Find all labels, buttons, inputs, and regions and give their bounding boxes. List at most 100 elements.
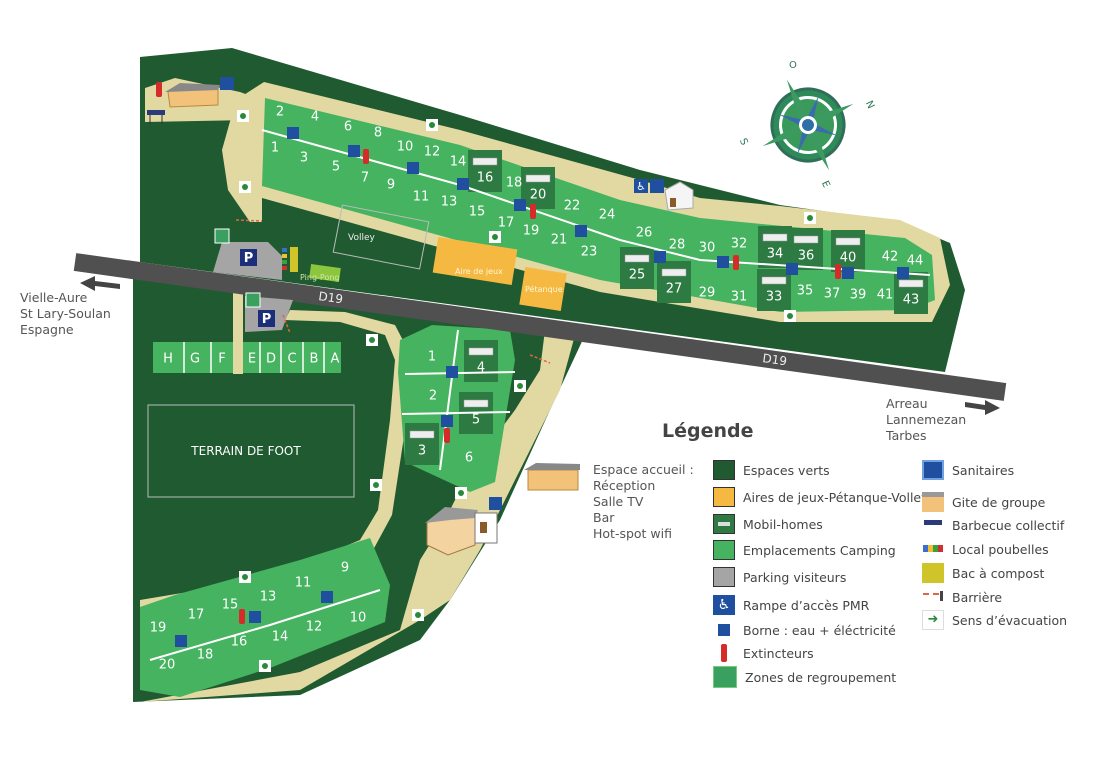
evacuation-figure	[429, 122, 435, 128]
middle-plot-number[interactable]: 2	[429, 389, 437, 404]
swatch-dark-green	[713, 460, 735, 480]
upper-plot-number[interactable]: 2	[276, 105, 284, 120]
upper-plot-number[interactable]: 21	[551, 233, 568, 248]
upper-plot-number[interactable]: 39	[850, 288, 867, 303]
upper-plot-number[interactable]: 19	[523, 224, 540, 239]
volley-court[interactable]	[332, 204, 430, 270]
upper-plot-number[interactable]: 7	[361, 171, 369, 186]
lower-plot-number[interactable]: 19	[150, 621, 167, 636]
upper-plot-number[interactable]: 36	[798, 249, 815, 264]
bay-label[interactable]: B	[310, 352, 319, 367]
upper-plot-number[interactable]: 6	[344, 120, 352, 135]
middle-plot-number[interactable]: 6	[465, 451, 473, 466]
upper-plot-number[interactable]: 41	[877, 288, 894, 303]
lower-plot-number[interactable]: 13	[260, 590, 277, 605]
legend-item-assembly-point: Zones de regroupement	[713, 666, 896, 688]
toilets-icon	[922, 460, 944, 480]
lower-plot-number[interactable]: 14	[272, 630, 289, 645]
borne-icon	[654, 251, 666, 263]
upper-plot-number[interactable]: 18	[506, 176, 523, 191]
mobil-home-icon	[762, 233, 788, 242]
toilets-icon	[650, 179, 664, 193]
upper-plot-number[interactable]: 29	[699, 286, 716, 301]
upper-plot-number[interactable]: 37	[824, 287, 841, 302]
barrier-icon	[235, 219, 263, 222]
ping-pong-table[interactable]	[309, 263, 341, 283]
extinguisher-icon	[713, 643, 735, 663]
lower-plot-number[interactable]: 20	[159, 658, 176, 673]
upper-plot-number[interactable]: 23	[581, 245, 598, 260]
upper-plot-number[interactable]: 3	[300, 151, 308, 166]
upper-plot-number[interactable]: 40	[840, 251, 857, 266]
upper-plot-number[interactable]: 24	[599, 208, 616, 223]
evacuation-figure	[242, 184, 248, 190]
upper-plot-number[interactable]: 30	[699, 241, 716, 256]
upper-plot-number[interactable]: 8	[374, 126, 382, 141]
bay-label[interactable]: G	[190, 352, 200, 367]
upper-plot-number[interactable]: 14	[450, 155, 467, 170]
mobil-home-plot	[758, 226, 792, 268]
football-field[interactable]	[147, 404, 355, 498]
bay-label[interactable]: F	[218, 352, 225, 367]
lower-plot-number[interactable]: 12	[306, 620, 323, 635]
mobil-home-icon	[898, 279, 924, 288]
upper-plot-number[interactable]: 33	[766, 290, 783, 305]
bay-label[interactable]: E	[248, 352, 256, 367]
upper-plot-number[interactable]: 35	[797, 284, 814, 299]
direction-west: Vielle-Aure St Lary-Soulan Espagne	[20, 290, 111, 338]
evacuation-figure	[458, 490, 464, 496]
upper-plot-number[interactable]: 9	[387, 178, 395, 193]
upper-plot-number[interactable]: 4	[311, 110, 319, 125]
lower-plot-number[interactable]: 16	[231, 635, 248, 650]
aire-de-jeux[interactable]	[432, 236, 518, 286]
upper-plot-number[interactable]: 20	[530, 188, 547, 203]
upper-plot-number[interactable]: 13	[441, 195, 458, 210]
legend-label: Local poubelles	[952, 541, 1049, 557]
middle-plot-number[interactable]: 4	[477, 361, 485, 376]
borne-icon	[249, 611, 261, 623]
extinguisher-icon	[530, 204, 536, 219]
borne-icon	[713, 620, 735, 640]
lower-plot-number[interactable]: 18	[197, 648, 214, 663]
upper-plot-number[interactable]: 15	[469, 205, 486, 220]
evacuation-figure	[517, 383, 523, 389]
upper-plot-number[interactable]: 16	[477, 171, 494, 186]
legend-label: Espaces verts	[743, 462, 830, 478]
lower-plot-number[interactable]: 9	[341, 561, 349, 576]
upper-plot-number[interactable]: 42	[882, 250, 899, 265]
lower-plot-number[interactable]: 15	[222, 598, 239, 613]
upper-plot-number[interactable]: 31	[731, 290, 748, 305]
evacuation-figure	[415, 612, 421, 618]
bay-label[interactable]: A	[331, 352, 340, 367]
upper-plot-number[interactable]: 32	[731, 237, 748, 252]
compass-e: E	[819, 179, 832, 189]
middle-plot-number[interactable]: 1	[428, 350, 436, 365]
upper-plot-number[interactable]: 44	[907, 254, 924, 269]
lower-plot-number[interactable]: 11	[295, 576, 312, 591]
middle-plot-number[interactable]: 3	[418, 444, 426, 459]
upper-plot-number[interactable]: 17	[498, 216, 515, 231]
upper-plot-number[interactable]: 5	[332, 160, 340, 175]
upper-plot-number[interactable]: 43	[903, 293, 920, 308]
plots-lower[interactable]	[140, 538, 390, 697]
swatch-grey	[713, 567, 735, 587]
upper-plot-number[interactable]: 12	[424, 145, 441, 160]
upper-plot-number[interactable]: 26	[636, 226, 653, 241]
upper-plot-number[interactable]: 28	[669, 238, 686, 253]
lower-plot-number[interactable]: 10	[350, 611, 367, 626]
upper-plot-number[interactable]: 25	[629, 268, 646, 283]
lower-plot-number[interactable]: 17	[188, 608, 205, 623]
bay-label[interactable]: D	[266, 352, 276, 367]
middle-plot-number[interactable]: 5	[472, 413, 480, 428]
upper-plot-number[interactable]: 34	[767, 247, 784, 262]
bay-label[interactable]: C	[287, 352, 296, 367]
upper-plot-number[interactable]: 22	[564, 199, 581, 214]
bay-label[interactable]: H	[163, 352, 173, 367]
evacuation-figure	[262, 663, 268, 669]
petanque[interactable]	[519, 266, 567, 312]
evacuation-figure	[373, 482, 379, 488]
upper-plot-number[interactable]: 11	[413, 190, 430, 205]
upper-plot-number[interactable]: 1	[271, 141, 279, 156]
upper-plot-number[interactable]: 27	[666, 282, 683, 297]
upper-plot-number[interactable]: 10	[397, 140, 414, 155]
